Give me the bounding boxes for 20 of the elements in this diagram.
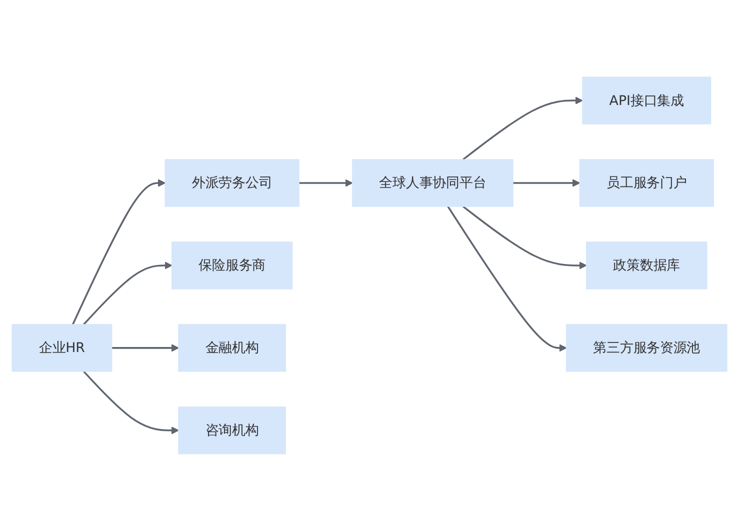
flowchart: 企业HR 外派劳务公司 保险服务商 金融机构 咨询机构 全球人事协同平台 API接口集成 员工服务门户 政策数据库 第三方服务资源池 [5,70,734,460]
node-box [566,324,728,372]
node-box [352,158,514,206]
node-box [579,158,714,206]
node-box [178,406,286,454]
arrow [83,261,172,325]
node-box [178,324,286,372]
node-box [12,324,112,372]
arrow [83,370,179,434]
node-box [582,76,712,124]
arrow [462,205,587,269]
arrow [462,96,583,160]
arrow [512,178,580,186]
node-box [586,241,708,289]
arrow [298,178,353,186]
node-box [164,158,300,206]
arrow [447,205,567,352]
arrow [112,344,179,352]
node-box [171,241,293,289]
arrow [72,178,166,324]
